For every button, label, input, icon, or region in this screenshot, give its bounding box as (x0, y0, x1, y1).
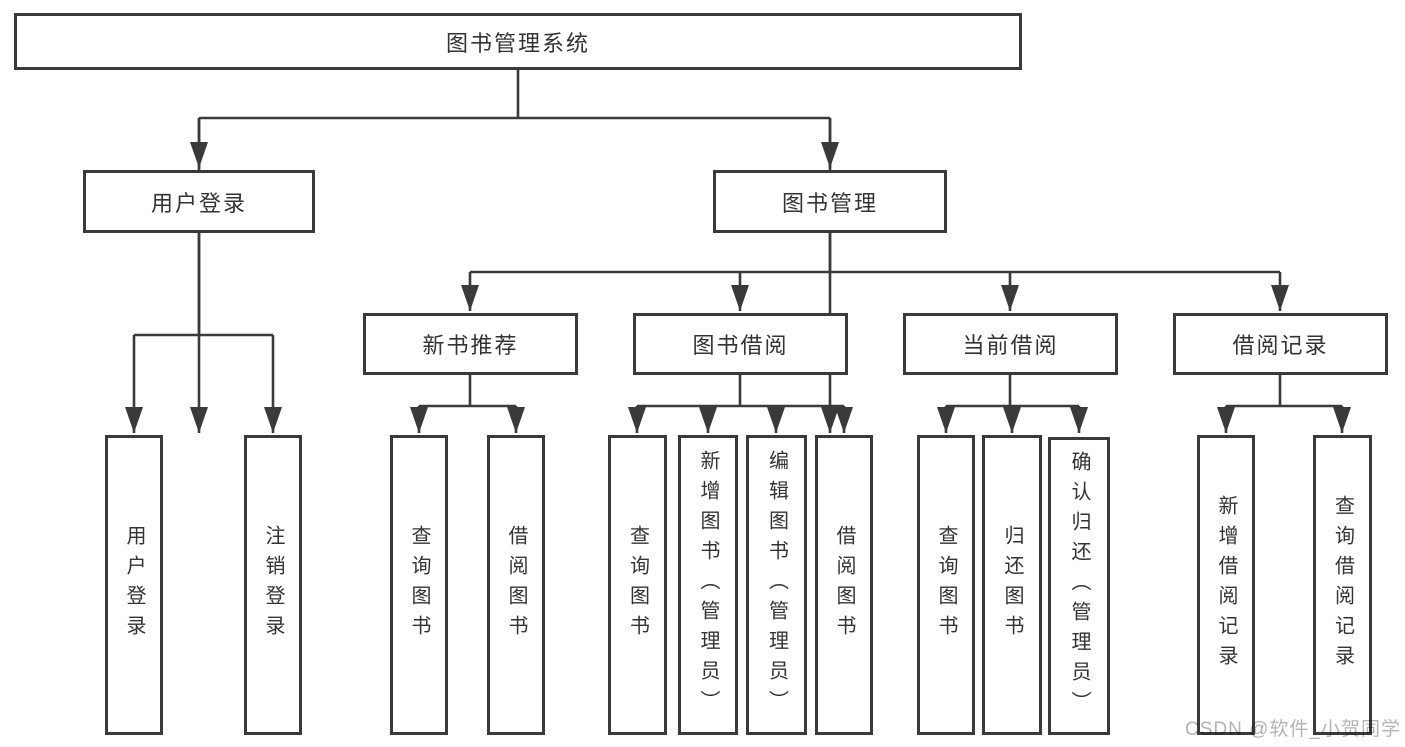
node-leaf-user-login-label: 用户登录 (123, 525, 145, 645)
node-leaf-borrow-book-2-label: 借阅图书 (833, 525, 855, 645)
node-user-login-label: 用户登录 (150, 190, 247, 216)
node-current-borrow: 当前借阅 (903, 313, 1118, 375)
node-leaf-edit-book-admin: 编辑图书（管理员） (746, 435, 807, 735)
node-borrow-record-label: 借阅记录 (1232, 333, 1329, 358)
node-leaf-query-book-3: 查询图书 (917, 435, 975, 735)
node-leaf-add-borrow-record-label: 新增借阅记录 (1215, 495, 1237, 675)
node-leaf-borrow-book-2: 借阅图书 (815, 435, 873, 735)
node-leaf-query-book-2: 查询图书 (608, 435, 667, 735)
node-leaf-query-book-2-label: 查询图书 (626, 525, 649, 645)
node-leaf-add-borrow-record: 新增借阅记录 (1197, 435, 1255, 735)
node-leaf-confirm-return-admin-label: 确认归还（管理员） (1068, 451, 1090, 721)
csdn-watermark: CSDN @软件_小贺同学 (1185, 719, 1401, 740)
node-leaf-logout-label: 注销登录 (262, 525, 284, 645)
node-user-login: 用户登录 (83, 170, 315, 233)
node-root: 图书管理系统 (14, 13, 1022, 70)
node-root-label: 图书管理系统 (445, 30, 590, 56)
node-leaf-return-book: 归还图书 (982, 435, 1042, 735)
node-current-borrow-label: 当前借阅 (962, 333, 1059, 358)
node-leaf-return-book-label: 归还图书 (1001, 525, 1023, 645)
node-leaf-query-book-3-label: 查询图书 (935, 525, 957, 645)
node-book-borrow-label: 图书借阅 (692, 333, 789, 358)
node-leaf-add-book-admin: 新增图书（管理员） (678, 435, 738, 735)
node-leaf-query-book-1: 查询图书 (390, 435, 448, 735)
node-book-management: 图书管理 (713, 170, 947, 233)
node-leaf-borrow-book-1: 借阅图书 (487, 435, 545, 735)
node-new-book-recommend-label: 新书推荐 (422, 333, 519, 358)
node-leaf-logout: 注销登录 (244, 435, 302, 735)
node-leaf-confirm-return-admin: 确认归还（管理员） (1048, 437, 1110, 735)
node-leaf-edit-book-admin-label: 编辑图书（管理员） (765, 450, 788, 720)
node-leaf-query-book-1-label: 查询图书 (408, 525, 430, 645)
node-leaf-query-borrow-record: 查询借阅记录 (1313, 435, 1372, 735)
node-leaf-add-book-admin-label: 新增图书（管理员） (697, 450, 719, 720)
node-borrow-record: 借阅记录 (1173, 313, 1388, 375)
node-leaf-user-login: 用户登录 (105, 435, 163, 735)
node-book-borrow: 图书借阅 (633, 313, 848, 375)
node-leaf-borrow-book-1-label: 借阅图书 (505, 525, 527, 645)
node-new-book-recommend: 新书推荐 (363, 313, 578, 375)
node-leaf-query-borrow-record-label: 查询借阅记录 (1331, 495, 1354, 675)
node-book-management-label: 图书管理 (781, 190, 878, 216)
